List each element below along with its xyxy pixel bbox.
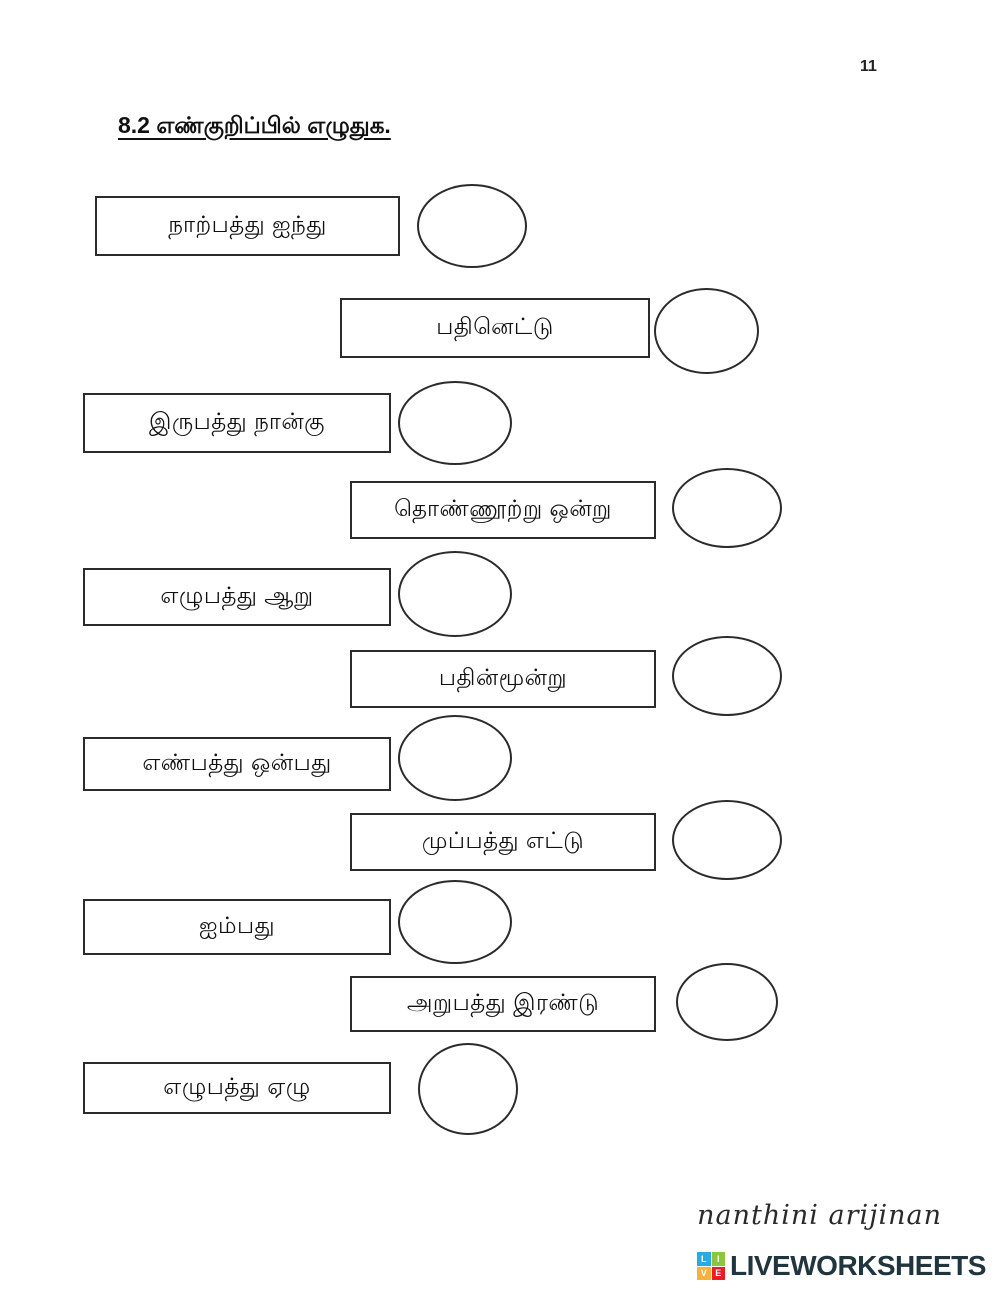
number-word-box: எண்பத்து ஒன்பது — [83, 737, 391, 791]
number-word-label: இருபத்து நான்கு — [148, 408, 325, 434]
number-word-box: பதின்மூன்று — [350, 650, 656, 708]
number-word-box: அறுபத்து இரண்டு — [350, 976, 656, 1032]
number-word-label: பதின்மூன்று — [438, 664, 568, 690]
number-word-label: எழுபத்து ஏழு — [163, 1073, 311, 1099]
logo-tile-v: V — [697, 1266, 711, 1280]
answer-oval[interactable] — [672, 800, 782, 880]
number-word-box: எழுபத்து ஏழு — [83, 1062, 391, 1114]
number-word-box: முப்பத்து எட்டு — [350, 813, 656, 871]
page-number: 11 — [860, 58, 877, 75]
answer-oval[interactable] — [676, 963, 778, 1041]
section-heading: 8.2 எண்குறிப்பில் எழுதுக. — [118, 112, 391, 138]
number-word-label: ஐம்பது — [198, 912, 276, 938]
number-word-label: தொண்ணூற்று ஒன்று — [394, 495, 612, 521]
number-word-box: எழுபத்து ஆறு — [83, 568, 391, 626]
number-word-label: பதினெட்டு — [436, 313, 554, 339]
answer-oval[interactable] — [418, 1043, 518, 1135]
number-word-label: அறுபத்து இரண்டு — [406, 989, 600, 1015]
number-word-box: ஐம்பது — [83, 899, 391, 955]
number-word-box: நாற்பத்து ஐந்து — [95, 196, 400, 256]
liveworksheets-logo: L I V E LIVEWORKSHEETS — [697, 1250, 986, 1282]
number-word-box: தொண்ணூற்று ஒன்று — [350, 481, 656, 539]
answer-oval[interactable] — [672, 468, 782, 548]
answer-oval[interactable] — [398, 381, 512, 465]
logo-tile-l: L — [697, 1252, 711, 1266]
number-word-label: எண்பத்து ஒன்பது — [142, 749, 332, 775]
brand-wordmark: LIVEWORKSHEETS — [730, 1250, 986, 1281]
answer-oval[interactable] — [398, 551, 512, 637]
logo-tile-i: I — [711, 1252, 725, 1266]
number-word-box: இருபத்து நான்கு — [83, 393, 391, 453]
answer-oval[interactable] — [417, 184, 527, 268]
answer-oval[interactable] — [398, 880, 512, 964]
answer-oval[interactable] — [654, 288, 759, 374]
answer-oval[interactable] — [672, 636, 782, 716]
number-word-box: பதினெட்டு — [340, 298, 650, 358]
number-word-label: நாற்பத்து ஐந்து — [168, 211, 327, 237]
number-word-label: முப்பத்து எட்டு — [421, 827, 585, 853]
liveworksheets-icon: L I V E — [697, 1252, 725, 1280]
answer-oval[interactable] — [398, 715, 512, 801]
logo-tile-e: E — [711, 1266, 725, 1280]
author-signature: nanthini arijinan — [697, 1200, 942, 1231]
number-word-label: எழுபத்து ஆறு — [160, 582, 314, 608]
